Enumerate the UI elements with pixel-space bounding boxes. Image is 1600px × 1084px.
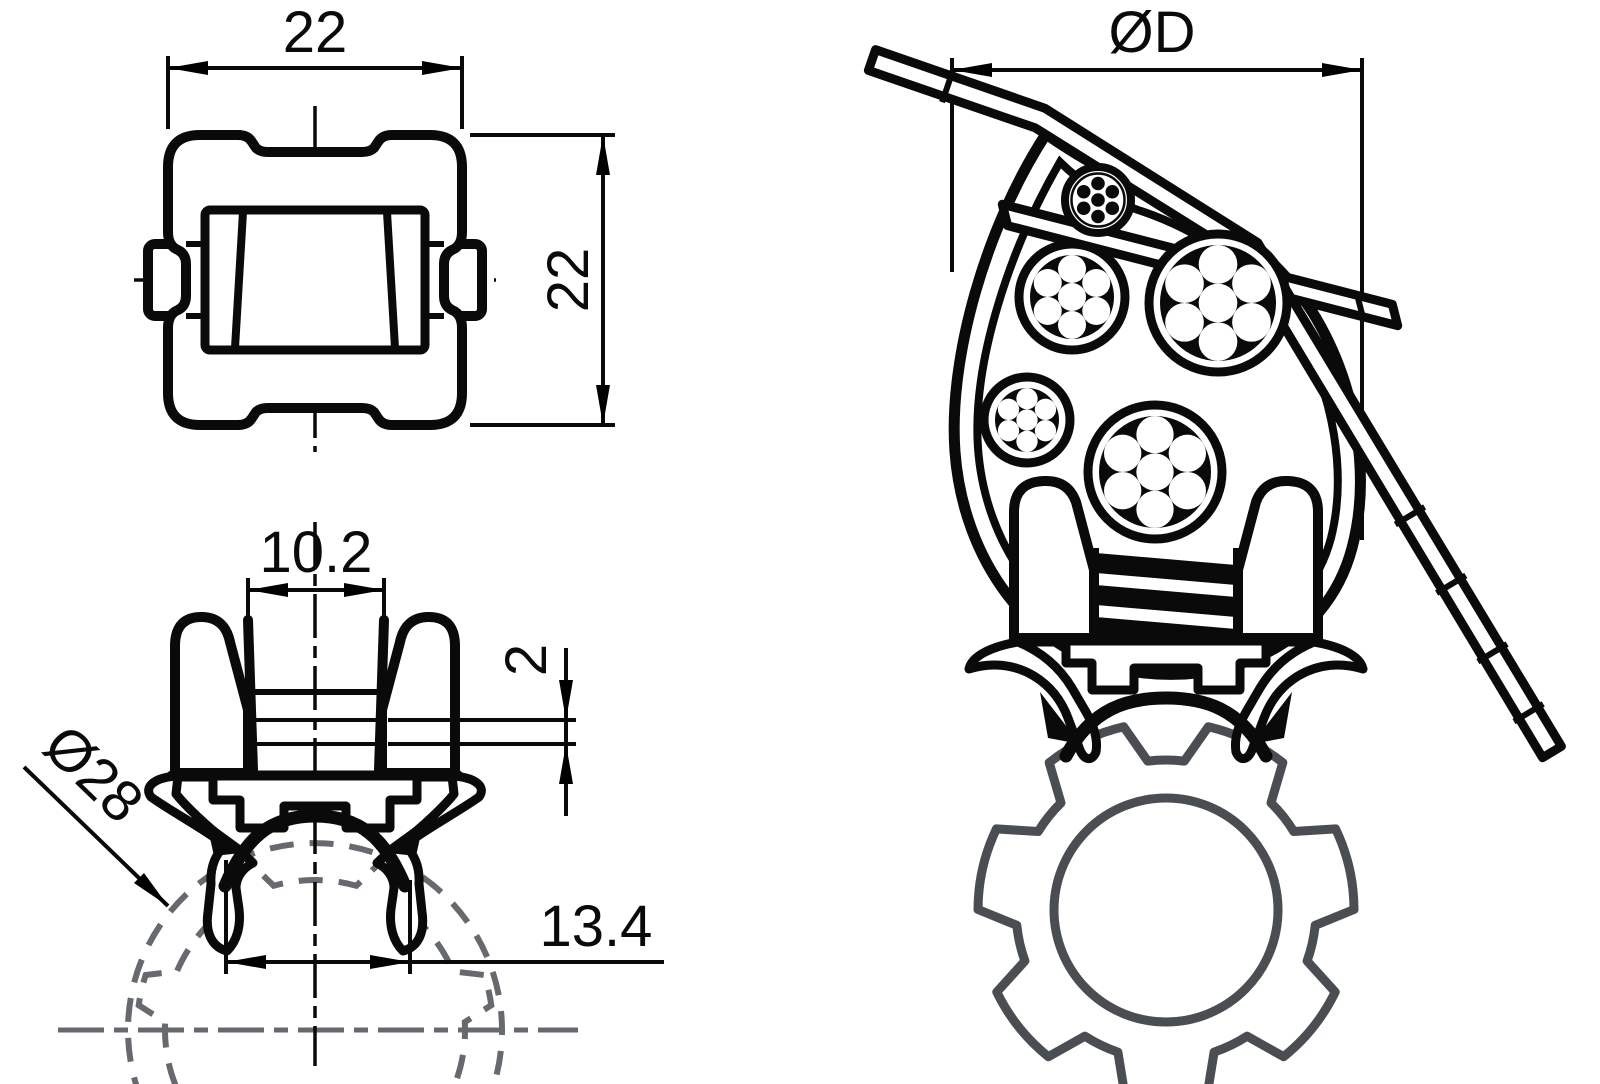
conductor-dot xyxy=(1091,176,1105,191)
arrowhead xyxy=(559,744,573,784)
front-seat-arc xyxy=(1059,691,1273,763)
conductor xyxy=(1104,434,1142,473)
dimension-strap-thickness: 2 xyxy=(388,644,576,816)
conductor xyxy=(1165,264,1204,303)
arrowhead xyxy=(596,385,610,425)
front-foot xyxy=(1061,636,1271,695)
dimension-slot-width: 10.2 xyxy=(246,520,386,616)
top-view: 22 22 xyxy=(134,0,615,452)
dim-label-bundle-diameter: ØD xyxy=(1109,0,1196,65)
conductor xyxy=(1165,303,1204,342)
conductor xyxy=(1034,420,1057,442)
cable-inner-ring xyxy=(1070,172,1126,228)
arrowhead xyxy=(248,583,288,597)
front-left-leg xyxy=(964,637,1101,763)
conductor xyxy=(1168,434,1206,473)
channel-inner-edge-right xyxy=(383,208,399,352)
arrowhead xyxy=(134,873,168,906)
conductor xyxy=(1104,472,1142,510)
conductor xyxy=(1232,303,1271,342)
side-view: 10.2 2 Ø28 xyxy=(22,520,664,1066)
tube-teeth-dashed xyxy=(135,860,495,1084)
conductor xyxy=(997,398,1020,421)
conductor xyxy=(1136,453,1174,491)
conductor xyxy=(1232,264,1271,303)
strap-tail-band xyxy=(863,45,1566,763)
channel-inner-edge-left xyxy=(231,208,247,352)
conductor xyxy=(1198,245,1238,284)
dimension-width: 22 xyxy=(166,0,464,129)
arrowhead xyxy=(370,955,410,969)
conductor xyxy=(1058,283,1086,311)
arrowhead xyxy=(422,61,462,75)
dim-label-height: 22 xyxy=(536,248,601,313)
front-right-ear xyxy=(1233,475,1323,643)
front-right-barb xyxy=(1252,692,1292,744)
conductor xyxy=(1168,472,1206,510)
conductor-dot xyxy=(1091,209,1105,224)
conductor xyxy=(1136,490,1174,528)
conductor xyxy=(1136,416,1174,454)
dimension-tube-diameter: Ø28 xyxy=(22,713,170,908)
front-left-barb xyxy=(1040,692,1080,744)
front-right-leg xyxy=(1231,637,1368,763)
strap-buckle-step xyxy=(1354,294,1366,318)
dimension-height: 22 xyxy=(470,133,615,427)
seat-arc xyxy=(218,809,412,893)
conductor xyxy=(997,420,1020,442)
dimension-inner-span: 13.4 xyxy=(224,860,664,974)
arrowhead xyxy=(226,955,266,969)
conductor xyxy=(1198,322,1238,361)
dimension-bundle-diameter: ØD xyxy=(950,0,1364,540)
dim-label-strap-thickness: 2 xyxy=(494,644,559,676)
clip-foot xyxy=(208,771,422,833)
arrowhead xyxy=(559,680,573,720)
dim-label-tube-diameter: Ø28 xyxy=(32,713,156,836)
conductor xyxy=(1016,388,1038,410)
dim-label-inner-span: 13.4 xyxy=(540,894,653,959)
conductor-dot xyxy=(1076,184,1091,199)
conductor xyxy=(1033,269,1062,297)
left-ear xyxy=(170,612,253,778)
tube-bore xyxy=(1049,793,1283,1027)
conductor xyxy=(1016,430,1038,453)
strap-bands-in-saddle xyxy=(1096,553,1236,649)
conductor xyxy=(1058,255,1086,283)
front-left-ear xyxy=(1009,475,1099,643)
tube-toothed-ring xyxy=(973,722,1359,1084)
conductor xyxy=(1033,297,1062,325)
conductor xyxy=(1058,311,1086,339)
conductor xyxy=(1198,283,1238,323)
right-ear xyxy=(377,612,460,778)
conductor-dot xyxy=(1076,201,1091,216)
conductor xyxy=(1082,297,1111,325)
front-view: ØD xyxy=(863,0,1566,763)
arrowhead xyxy=(168,61,208,75)
conductor-dot xyxy=(1105,184,1120,199)
dim-label-width: 22 xyxy=(283,0,348,65)
dim-label-slot-width: 10.2 xyxy=(260,520,373,585)
arrowhead xyxy=(596,135,610,175)
strap-serration-ticks xyxy=(939,69,1545,725)
conductor xyxy=(1082,269,1111,297)
arrowhead xyxy=(1322,63,1362,77)
front-view-tube xyxy=(973,722,1359,1084)
conductor-dot xyxy=(1091,193,1105,207)
front-view-clip xyxy=(964,475,1368,763)
conductor xyxy=(1034,398,1057,421)
conductor xyxy=(1016,409,1038,431)
arrowhead xyxy=(344,583,384,597)
conductor-dot xyxy=(1105,201,1120,216)
arrowhead xyxy=(952,63,992,77)
cable-bundle xyxy=(979,163,1292,544)
strap-channel xyxy=(200,205,430,355)
ink-linework: 22 22 xyxy=(22,0,1566,1066)
